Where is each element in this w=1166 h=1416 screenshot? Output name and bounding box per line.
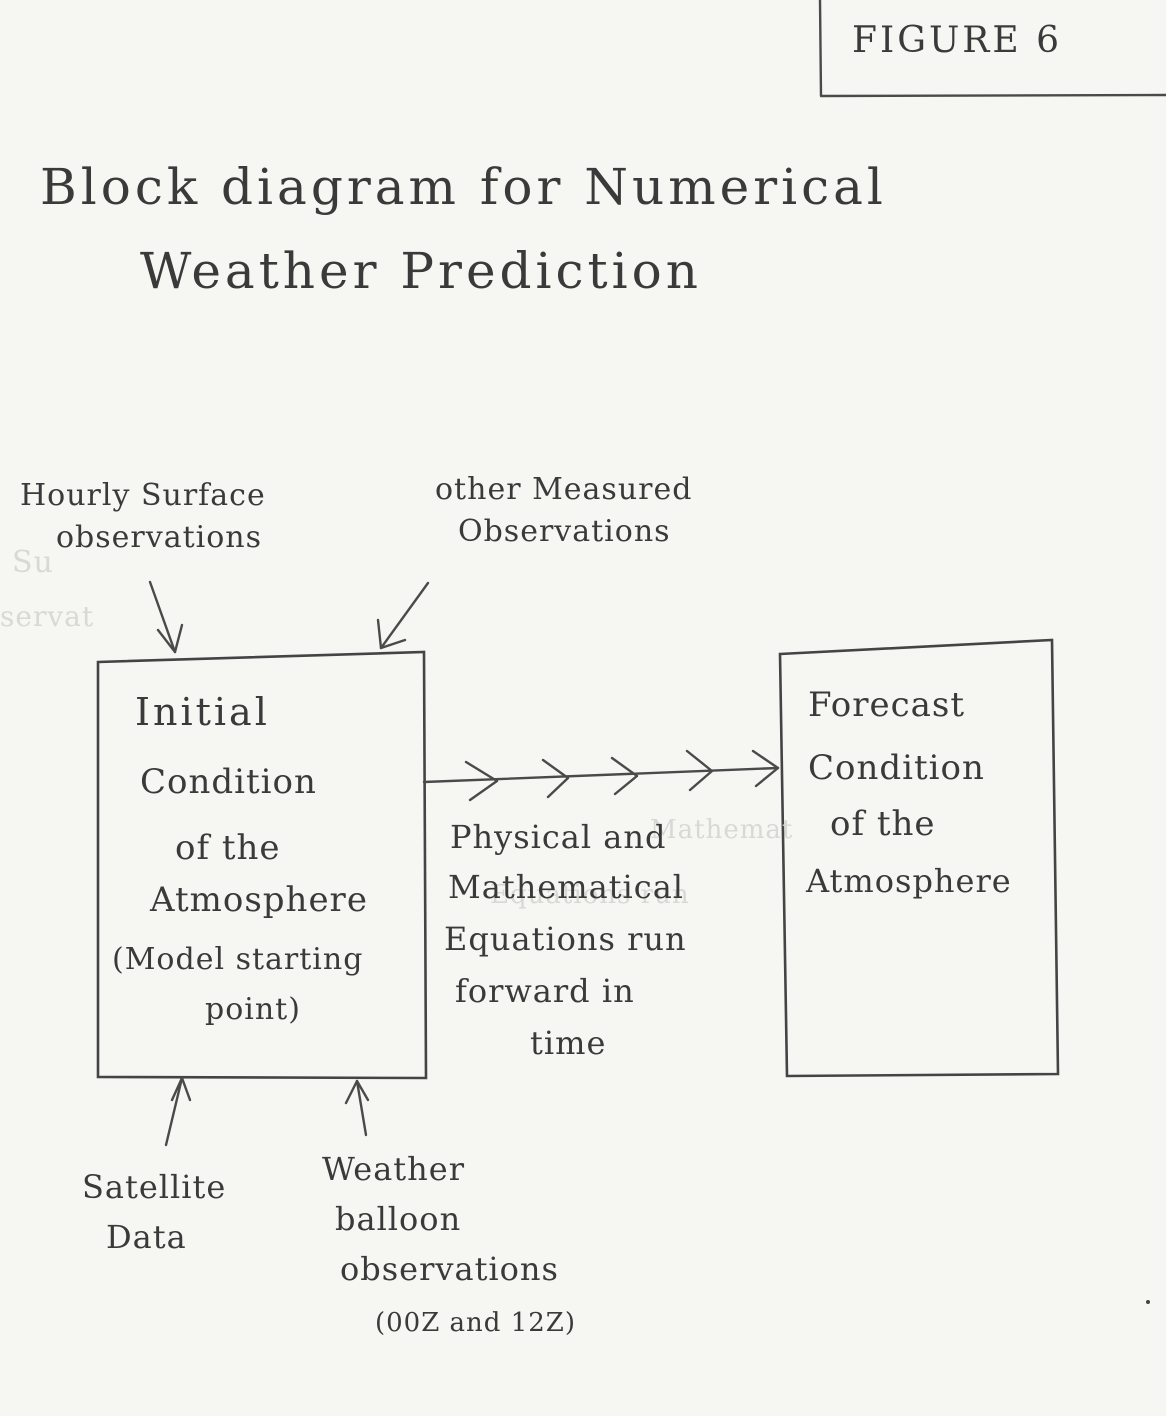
satellite-line-2: Data <box>106 1218 187 1256</box>
satellite-line-1: Satellite <box>82 1168 227 1206</box>
initial-condition-box <box>96 650 428 1080</box>
forecast-line-4: Atmosphere <box>806 862 1012 900</box>
hourly-obs-arrow <box>148 580 184 654</box>
process-arrow <box>422 749 780 802</box>
hourly-obs-line-1: Hourly Surface <box>20 478 266 513</box>
ghost-mark-2: servat <box>0 600 95 633</box>
process-line-3: Equations run <box>444 920 687 958</box>
satellite-arrow <box>164 1076 192 1147</box>
title-line-1: Block diagram for Numerical <box>40 158 887 216</box>
balloon-line-1: Weather <box>322 1150 465 1188</box>
process-line-4: forward in <box>455 972 635 1010</box>
initial-line-6: point) <box>205 992 301 1027</box>
forecast-line-2: Condition <box>808 748 985 788</box>
initial-line-3: of the <box>175 828 281 868</box>
forecast-line-1: Forecast <box>808 685 965 725</box>
initial-line-5: (Model starting <box>112 942 364 977</box>
figure-label: FIGURE 6 <box>852 20 1063 61</box>
initial-line-2: Condition <box>140 762 317 802</box>
ghost-mark-1: Su <box>12 545 54 580</box>
forecast-line-3: of the <box>830 804 936 844</box>
hourly-obs-line-2: observations <box>56 520 263 555</box>
process-line-1: Physical and <box>450 818 667 856</box>
balloon-arrow <box>344 1079 370 1137</box>
ghost-mark-4: Equations run <box>490 880 690 910</box>
ghost-mark-3: Mathemat <box>650 815 794 845</box>
title-line-2: Weather Prediction <box>140 242 702 300</box>
other-obs-arrow <box>376 581 430 650</box>
balloon-line-4: (00Z and 12Z) <box>375 1308 577 1338</box>
other-obs-line-1: other Measured <box>435 472 693 507</box>
balloon-line-2: balloon <box>335 1200 462 1238</box>
process-line-5: time <box>530 1024 607 1062</box>
initial-line-4: Atmosphere <box>150 880 368 920</box>
other-obs-line-2: Observations <box>458 514 671 549</box>
figure-label-frame <box>818 0 1166 98</box>
process-line-2: Mathematical <box>448 868 684 906</box>
balloon-line-3: observations <box>340 1250 559 1288</box>
forecast-condition-box <box>778 638 1060 1078</box>
stray-dot <box>1146 1300 1150 1304</box>
initial-line-1: Initial <box>135 690 270 734</box>
